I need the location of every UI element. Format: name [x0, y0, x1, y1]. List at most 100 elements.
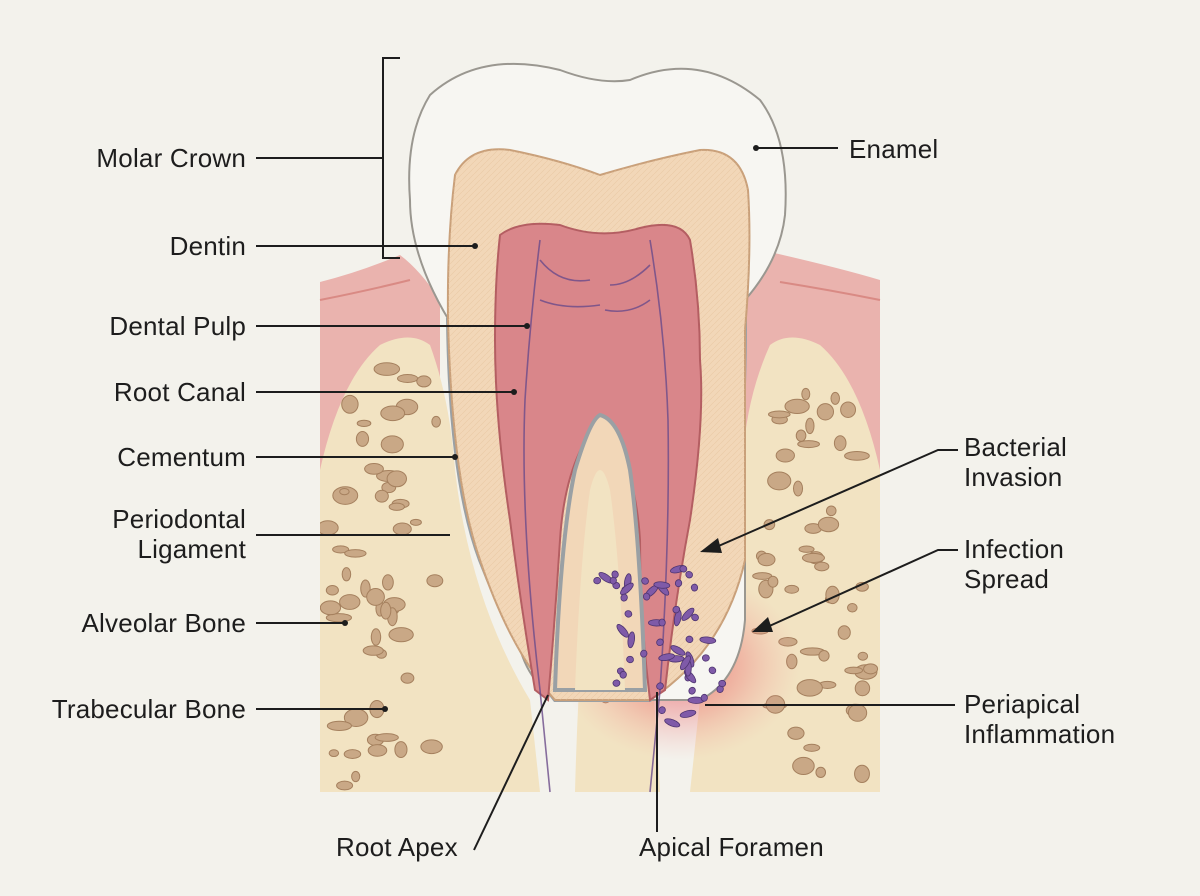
bacterium — [718, 679, 727, 688]
bone-pore — [374, 733, 399, 742]
bacterium — [680, 655, 691, 671]
bacterium — [679, 565, 688, 573]
arrowheads — [700, 538, 773, 632]
label-enamel: Enamel — [849, 134, 939, 164]
bone-pore — [847, 703, 868, 722]
bone-pore — [388, 627, 414, 643]
bone-pore — [343, 749, 362, 759]
bone-pore — [787, 726, 805, 740]
label-periapical-inflammation: Periapical Inflammation — [964, 689, 1116, 749]
bacteria-cluster — [593, 565, 727, 728]
bone-pore — [801, 387, 811, 401]
bone-pore — [332, 486, 359, 505]
bone-pore — [816, 403, 835, 421]
bacterium — [679, 709, 697, 718]
bone-pore — [426, 574, 444, 588]
bacterium — [611, 570, 619, 579]
bone-pore — [844, 666, 864, 675]
bone-pore — [351, 770, 361, 783]
label-root-canal: Root Canal — [113, 377, 246, 407]
bone-pore — [380, 435, 404, 454]
bacterium — [685, 635, 694, 643]
bone-pore — [344, 549, 367, 558]
bone-pore — [431, 415, 441, 428]
bone-pore — [798, 545, 815, 553]
bacterium — [700, 693, 708, 702]
bone-pore — [833, 435, 847, 452]
bacterium — [656, 682, 664, 690]
label-periodontal-ligament: Periodontal Ligament — [112, 504, 246, 564]
bone-pore — [380, 601, 392, 620]
label-apical-foramen: Apical Foramen — [639, 832, 824, 862]
bone-pore — [767, 410, 791, 419]
bone-pore — [817, 516, 840, 533]
bacterium — [620, 582, 634, 596]
bacterium — [699, 636, 717, 644]
bone-pore — [857, 651, 869, 661]
bone-pore — [416, 375, 432, 388]
tooth-body — [408, 62, 787, 702]
bone-pore — [837, 625, 851, 640]
label-alveolar-bone: Alveolar Bone — [81, 608, 246, 638]
bacterium — [672, 605, 681, 614]
bacterium — [653, 581, 671, 589]
bone-pore — [784, 398, 810, 414]
bacterium — [670, 645, 686, 656]
bone-pore — [825, 505, 837, 517]
bone-pore — [409, 518, 422, 526]
bacterium — [685, 570, 693, 579]
bacterium — [642, 592, 651, 601]
label-root-apex: Root Apex — [336, 832, 458, 862]
bone-pore — [767, 471, 792, 491]
label-dentin: Dentin — [169, 231, 246, 261]
bone-pore — [863, 663, 879, 675]
label-cementum: Cementum — [117, 442, 246, 472]
bacterium — [701, 654, 710, 662]
bone-pore — [320, 520, 339, 536]
bone-pore — [784, 584, 800, 594]
bone-pore — [847, 602, 858, 613]
leader-dots — [342, 145, 759, 712]
label-molar-crown: Molar Crown — [96, 143, 246, 173]
bacterium — [640, 649, 648, 658]
bacterium — [691, 613, 699, 622]
bone-pore — [382, 574, 394, 591]
bone-pore — [392, 522, 412, 536]
bone-pore — [757, 552, 776, 567]
label-bacterial-invasion: Bacterial Invasion — [964, 432, 1067, 492]
bacterium — [624, 610, 633, 618]
bone-pore — [775, 448, 795, 463]
bacterium — [616, 624, 629, 638]
bone-pore — [326, 720, 352, 731]
bone-pore — [325, 613, 352, 623]
bone-pore — [328, 749, 340, 758]
bone-pore — [400, 672, 415, 684]
bone-pore — [367, 744, 388, 757]
label-trabecular-bone: Trabecular Bone — [51, 694, 246, 724]
bone-pore — [386, 470, 407, 488]
bone-pore — [854, 680, 871, 697]
bacterium — [593, 577, 602, 585]
bone-pore — [767, 575, 779, 588]
bone-pore — [814, 561, 830, 572]
bone-pore — [341, 394, 359, 414]
bone-pore — [797, 440, 820, 449]
bone-pore — [356, 419, 372, 427]
bone-pore — [374, 489, 389, 503]
bacterium — [626, 655, 634, 664]
bacterium — [656, 638, 664, 647]
label-dental-pulp: Dental Pulp — [109, 311, 246, 341]
bacterium — [658, 653, 675, 662]
bacterium — [688, 686, 696, 695]
bone-pore — [341, 567, 352, 582]
bacterium — [708, 666, 717, 675]
bacterium — [641, 577, 649, 585]
bacterium — [690, 583, 699, 592]
bacterium — [620, 593, 628, 602]
bone-pore — [830, 391, 840, 405]
bacterium — [658, 706, 666, 715]
bone-pore — [320, 600, 342, 616]
bone-pore — [339, 594, 361, 610]
bone-pore — [795, 429, 807, 442]
